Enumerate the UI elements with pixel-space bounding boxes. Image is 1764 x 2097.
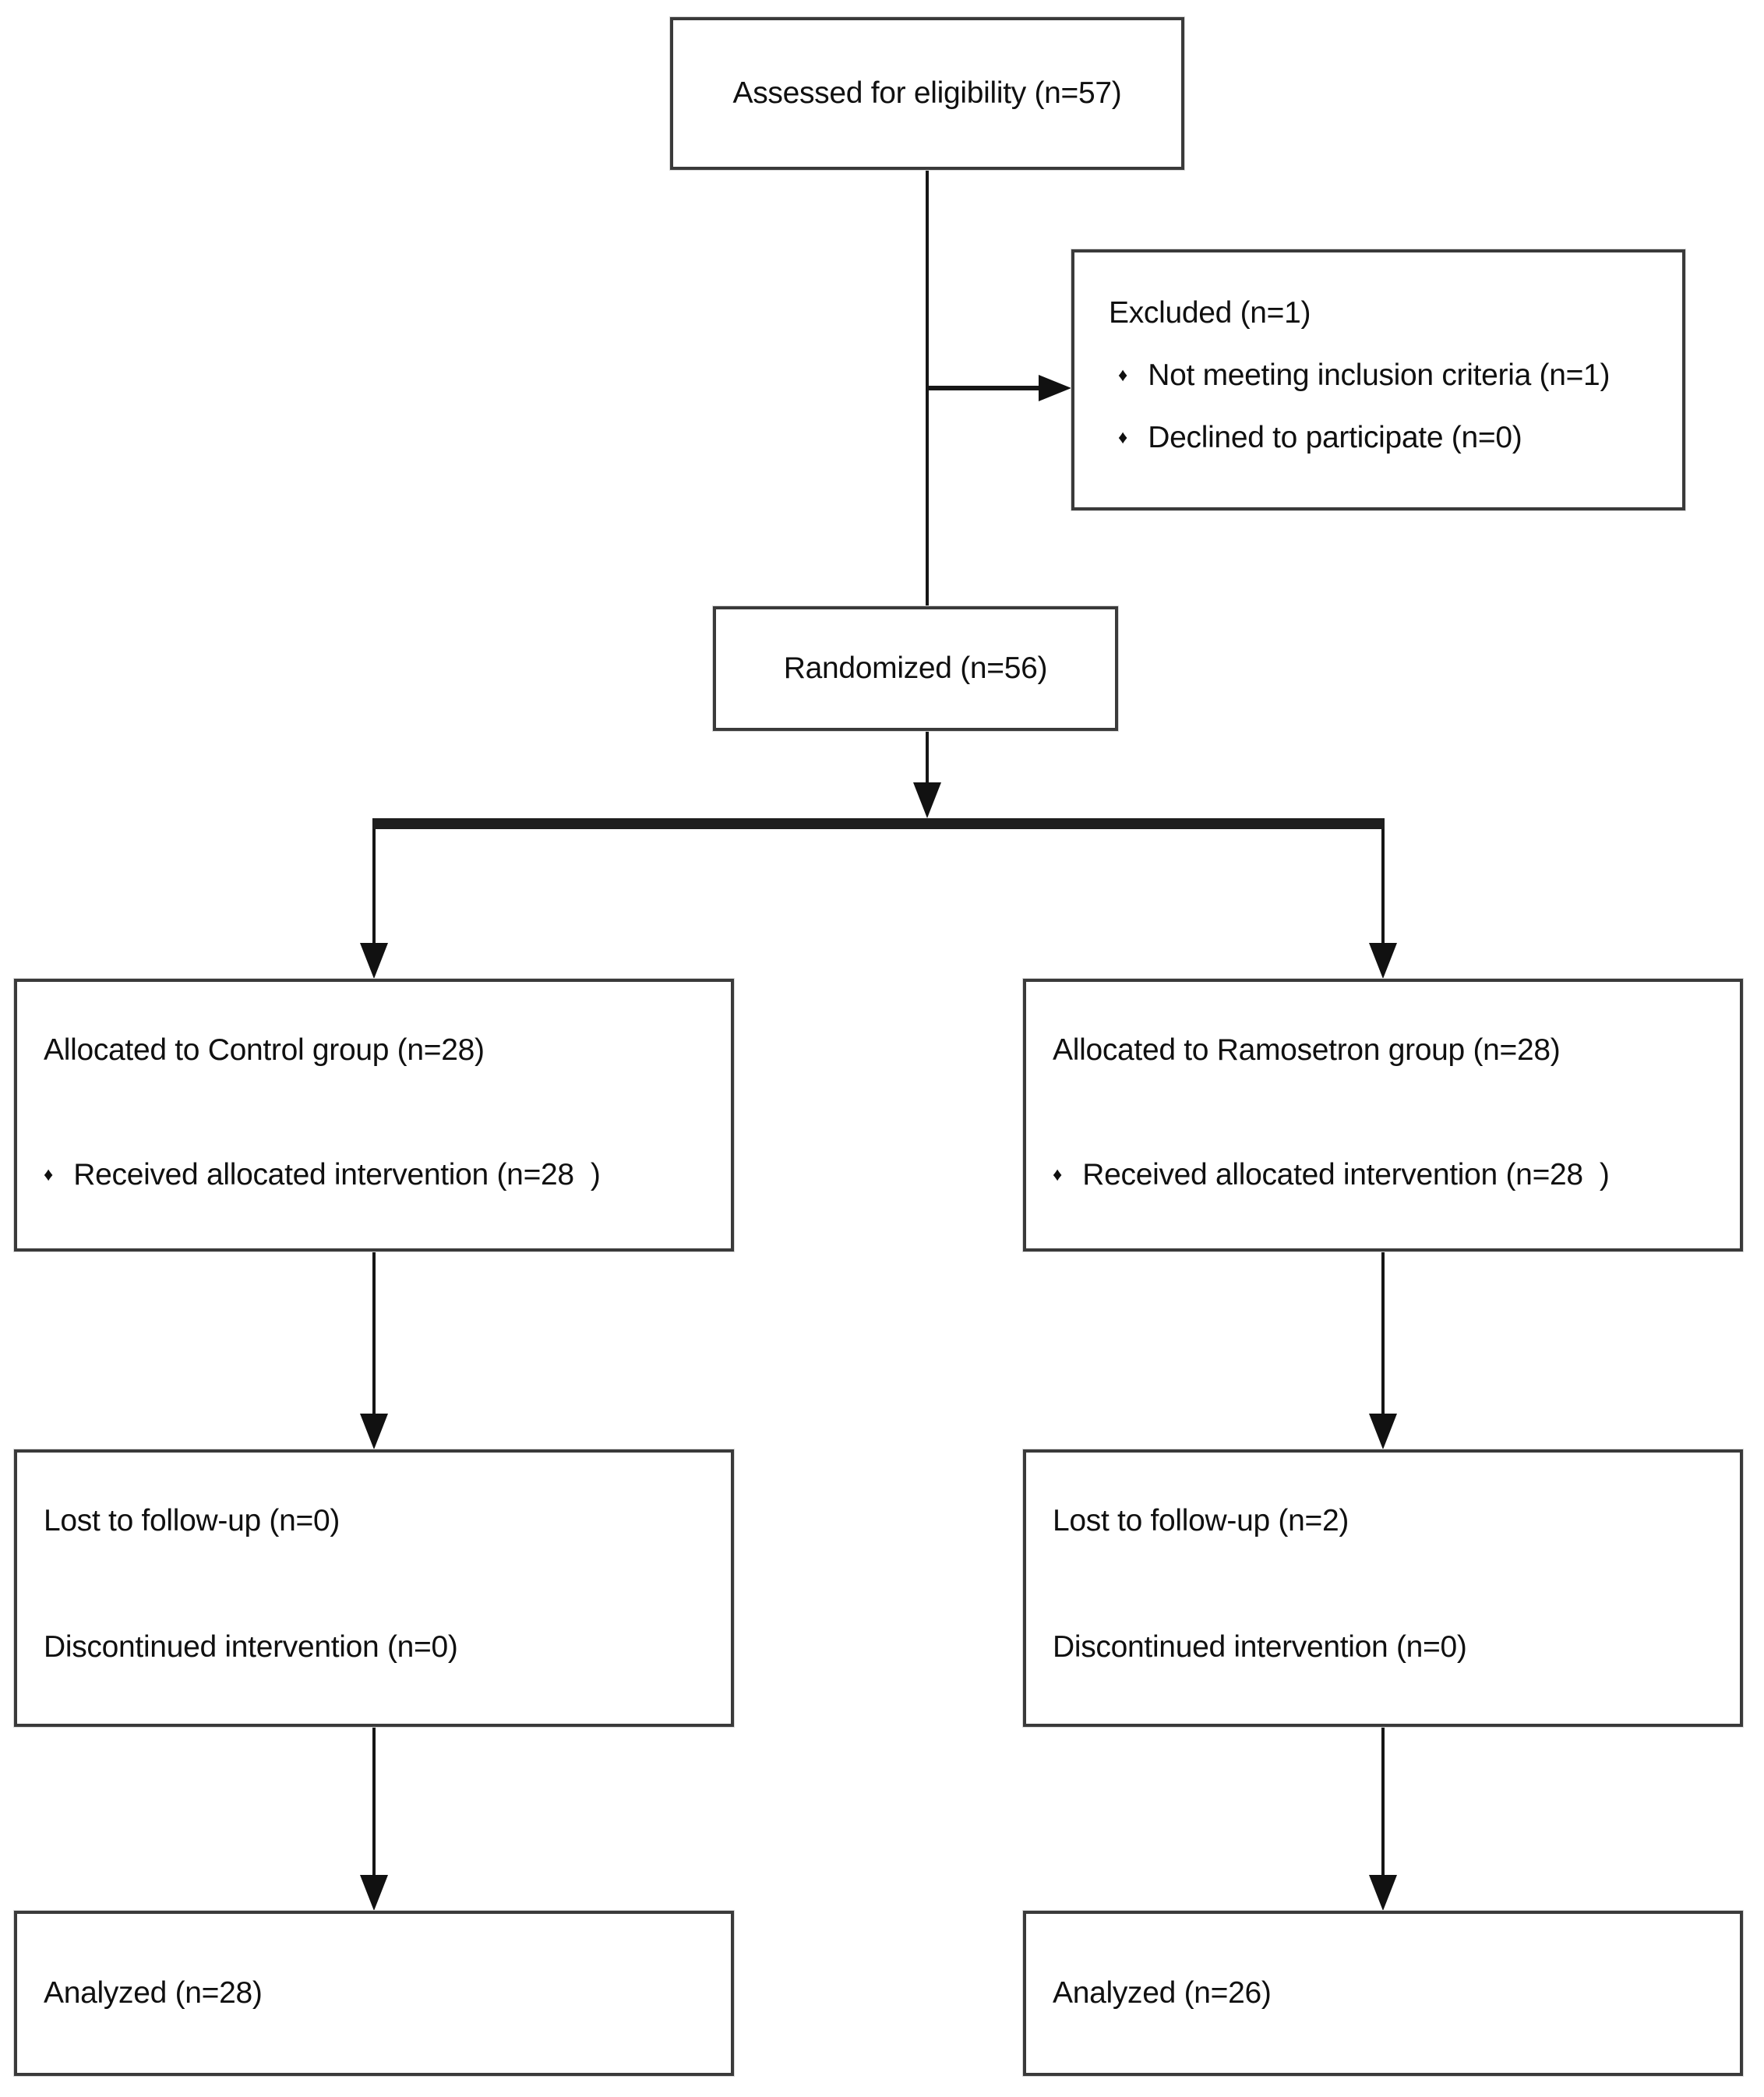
followup-control-box: Lost to follow-up (n=0) Discontinued int… xyxy=(14,1449,734,1727)
connector-branch-to-control xyxy=(372,829,376,944)
arrowhead-into-ramosetron-allocation-icon xyxy=(1369,943,1397,979)
diamond-bullet-icon: ♦ xyxy=(1053,1164,1063,1185)
allocation-control-box: Allocated to Control group (n=28) ♦ Rece… xyxy=(14,979,734,1251)
connector-to-excluded xyxy=(927,386,1040,390)
connector-control-followup-to-analyzed xyxy=(372,1727,376,1876)
excluded-bullet-2-label: Declined to participate (n=0) xyxy=(1148,421,1522,454)
randomized-label: Randomized (n=56) xyxy=(783,651,1048,685)
branch-bar xyxy=(372,818,1385,829)
diamond-bullet-icon: ♦ xyxy=(44,1164,54,1185)
excluded-bullet-1: ♦ Not meeting inclusion criteria (n=1) xyxy=(1109,355,1663,396)
arrowhead-into-control-followup-icon xyxy=(360,1414,388,1449)
excluded-bullet-1-label: Not meeting inclusion criteria (n=1) xyxy=(1148,358,1611,392)
analyzed-control-box: Analyzed (n=28) xyxy=(14,1911,734,2076)
excluded-title: Excluded (n=1) xyxy=(1109,296,1311,330)
connector-ramosetron-followup-to-analyzed xyxy=(1381,1727,1385,1876)
connector-ramosetron-allocation-to-followup xyxy=(1381,1251,1385,1415)
followup-ramosetron-line-2: Discontinued intervention (n=0) xyxy=(1053,1630,1467,1664)
connector-control-allocation-to-followup xyxy=(372,1251,376,1415)
arrowhead-into-control-allocation-icon xyxy=(360,943,388,979)
assessed-box: Assessed for eligibility (n=57) xyxy=(670,17,1184,170)
arrowhead-into-ramosetron-followup-icon xyxy=(1369,1414,1397,1449)
followup-ramosetron-line-1: Lost to follow-up (n=2) xyxy=(1053,1504,1349,1537)
arrowhead-into-branch-icon xyxy=(913,782,941,818)
arrowhead-into-ramosetron-analyzed-icon xyxy=(1369,1875,1397,1911)
excluded-box: Excluded (n=1) ♦ Not meeting inclusion c… xyxy=(1071,249,1685,510)
assessed-label: Assessed for eligibility (n=57) xyxy=(732,76,1122,110)
allocation-control-title: Allocated to Control group (n=28) xyxy=(44,1033,485,1067)
allocation-control-bullet-label: Received allocated intervention (n=28 ) xyxy=(73,1158,601,1191)
connector-branch-to-ramosetron xyxy=(1381,829,1385,944)
diamond-bullet-icon: ♦ xyxy=(1118,427,1128,448)
connector-randomized-to-branch xyxy=(926,731,929,785)
analyzed-ramosetron-box: Analyzed (n=26) xyxy=(1023,1911,1743,2076)
randomized-box: Randomized (n=56) xyxy=(713,606,1118,731)
allocation-ramosetron-title: Allocated to Ramosetron group (n=28) xyxy=(1053,1033,1561,1067)
arrowhead-into-control-analyzed-icon xyxy=(360,1875,388,1911)
followup-ramosetron-box: Lost to follow-up (n=2) Discontinued int… xyxy=(1023,1449,1743,1727)
allocation-ramosetron-box: Allocated to Ramosetron group (n=28) ♦ R… xyxy=(1023,979,1743,1251)
followup-control-line-2: Discontinued intervention (n=0) xyxy=(44,1630,458,1664)
analyzed-ramosetron-label: Analyzed (n=26) xyxy=(1053,1976,1272,2010)
allocation-ramosetron-bullet: ♦ Received allocated intervention (n=28 … xyxy=(1053,1155,1721,1195)
excluded-bullet-2: ♦ Declined to participate (n=0) xyxy=(1109,418,1663,458)
diamond-bullet-icon: ♦ xyxy=(1118,365,1128,386)
analyzed-control-label: Analyzed (n=28) xyxy=(44,1976,263,2010)
followup-control-line-1: Lost to follow-up (n=0) xyxy=(44,1504,340,1537)
allocation-control-bullet: ♦ Received allocated intervention (n=28 … xyxy=(44,1155,712,1195)
allocation-ramosetron-bullet-label: Received allocated intervention (n=28 ) xyxy=(1082,1158,1610,1191)
arrowhead-into-excluded-icon xyxy=(1039,375,1071,401)
